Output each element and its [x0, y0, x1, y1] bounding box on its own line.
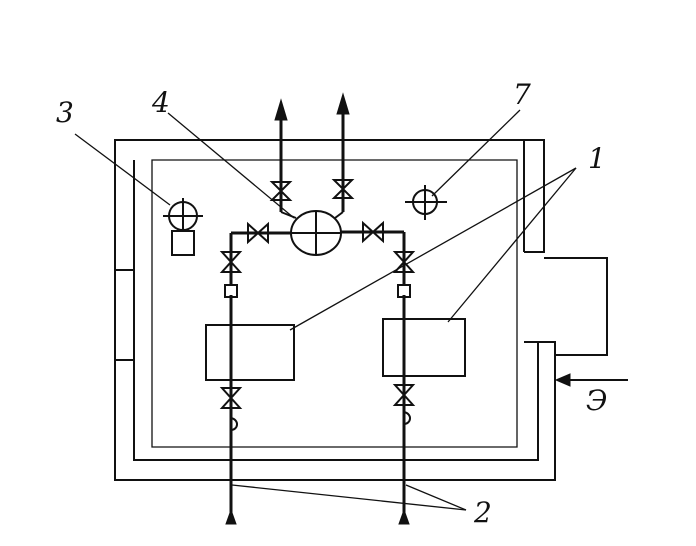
annex-room [544, 257, 608, 356]
building-walls [114, 139, 556, 481]
equipment-block-right [382, 318, 466, 377]
component-7 [405, 185, 447, 220]
label-7: 7 [513, 78, 531, 111]
central-vessel [290, 210, 342, 256]
leader-lines [74, 109, 577, 511]
label-e: Э [586, 384, 607, 417]
label-4: 4 [151, 86, 170, 119]
inlet-arrow [554, 373, 628, 387]
label-2: 2 [473, 496, 492, 529]
label-1: 1 [588, 142, 606, 175]
right-pipeline [340, 230, 416, 525]
equipment-block-left [205, 324, 295, 381]
label-3: 3 [56, 96, 74, 129]
manifold-valves [247, 220, 384, 245]
outlet-pipes [269, 92, 355, 219]
left-pipeline [219, 231, 292, 525]
component-3 [163, 198, 203, 256]
